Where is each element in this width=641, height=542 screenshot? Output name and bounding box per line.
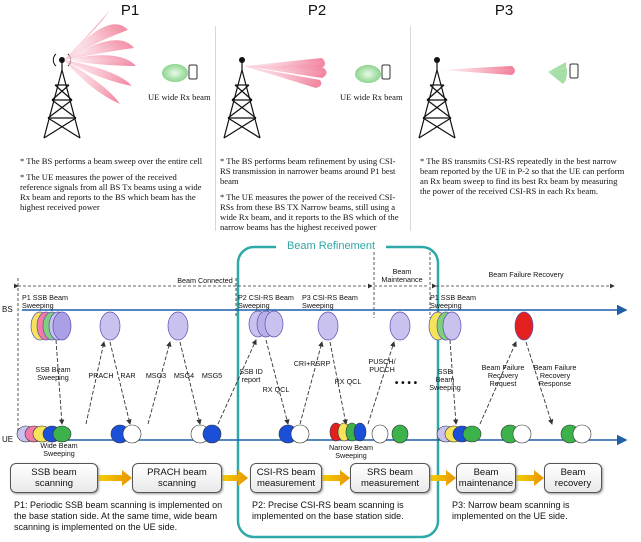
label-rar: RAR xyxy=(120,371,136,380)
ue-beam-ellipses xyxy=(16,422,592,444)
process-flow-arrows xyxy=(98,470,544,486)
label-p3-csirs-sweeping: P3 CSI-RS Beam Sweeping xyxy=(302,293,358,310)
step-csirs-beam-measurement: CSI-RS beam measurement xyxy=(250,463,322,493)
step-beam-recovery: Beam recovery xyxy=(544,463,602,493)
bullet-text: * The BS performs beam refinement by usi… xyxy=(220,156,396,186)
step-prach-beam-scanning: PRACH beam scanning xyxy=(132,463,222,493)
bullets-p1: * The BS performs a beam sweep over the … xyxy=(20,156,208,218)
ue-axis-label: UE xyxy=(2,435,14,444)
step-ssb-beam-scanning: SSB beam scanning xyxy=(10,463,98,493)
bs-tower-icon-p2 xyxy=(223,57,261,139)
panel-title-p3: P3 xyxy=(494,2,514,19)
bs-tower-icon-p3 xyxy=(418,57,456,139)
bs-beam-narrow-p3 xyxy=(440,66,515,75)
panel-separator xyxy=(215,26,216,231)
panel-illustrations xyxy=(43,10,579,139)
label-wide-beam-sweeping: Wide Beam Sweeping xyxy=(40,441,78,458)
panel-title-p2: P2 xyxy=(307,2,327,19)
label-ssb-id-report: SSB ID report xyxy=(239,367,263,384)
bs-beam-fan-p2 xyxy=(244,58,327,88)
bs-tower-icon-p1 xyxy=(43,53,81,139)
label-prach: PRACH xyxy=(88,371,114,380)
beam-procedure-timeline xyxy=(14,240,628,539)
phone-icon xyxy=(569,63,579,79)
note-p2: P2: Precise CSI-RS beam scanning is impl… xyxy=(252,500,404,521)
bullets-p2: * The BS performs beam refinement by usi… xyxy=(220,156,406,238)
label-pusch-pucch: PUSCH/ PUCCH xyxy=(368,357,396,374)
bullet-text: * The UE measures the power of the recei… xyxy=(20,172,202,212)
label-p2-csirs-sweeping: P2 CSI-RS Beam Sweeping xyxy=(238,293,294,310)
label-rx-qcl-1: RX QCL xyxy=(262,385,290,394)
label-narrow-beam-sweeping: Narrow Beam Sweeping xyxy=(329,443,373,460)
label-cri-rsrp: CRI+RSRP xyxy=(293,359,331,368)
ue-rx-beam-p2 xyxy=(355,65,381,83)
ue-rx-beam-sweep-p3 xyxy=(548,62,567,84)
bs-axis-label: BS xyxy=(2,305,13,314)
label-msg3: MSG3 xyxy=(145,371,167,380)
label-ssb-beam-sweeping-right: SSB Beam Sweeping xyxy=(429,367,461,392)
step-beam-maintenance: Beam maintenance xyxy=(456,463,516,493)
rx-label-p2: UE wide Rx beam xyxy=(340,92,403,102)
label-bfr-response: Beam Failure Recovery Response xyxy=(533,363,577,388)
panel-title-p1: P1 xyxy=(120,2,140,19)
step-srs-beam-measurement: SRS beam measurement xyxy=(350,463,430,493)
label-p1-ssb-sweeping-right: P1 SSB Beam Sweeping xyxy=(430,293,476,310)
bs-beam-ellipses xyxy=(30,310,534,341)
phase-brackets xyxy=(14,252,615,438)
ue-rx-beam-p1 xyxy=(162,64,188,82)
label-msg4: MSG4 xyxy=(173,371,195,380)
bs-beam-fan-p1 xyxy=(64,10,136,104)
label-p1-ssb-sweeping: P1 SSB Beam Sweeping xyxy=(22,293,68,310)
bullet-text: * The BS transmits CSI-RS repeatedly in … xyxy=(420,156,625,196)
label-ssb-beam-sweeping: SSB Beam Sweeping xyxy=(35,365,71,382)
bullet-text: * The BS performs a beam sweep over the … xyxy=(20,156,203,166)
bullet-text: * The UE measures the power of the recei… xyxy=(220,192,399,232)
note-p1: P1: Periodic SSB beam scanning is implem… xyxy=(14,500,223,532)
label-msg5: MSG5 xyxy=(201,371,223,380)
label-ellipsis: • • • • xyxy=(394,378,418,389)
label-bfr-request: Beam Failure Recovery Request xyxy=(481,363,525,388)
message-arrows xyxy=(55,339,554,425)
rx-label-p1: UE wide Rx beam xyxy=(148,92,211,102)
phone-icon xyxy=(188,64,198,80)
phase-beam-connected: Beam Connected xyxy=(177,276,233,285)
note-p3: P3: Narrow beam scanning is implemented … xyxy=(452,500,570,521)
bullets-p3: * The BS transmits CSI-RS repeatedly in … xyxy=(420,156,625,202)
phone-icon xyxy=(381,64,391,80)
label-rx-qcl-2: RX QCL xyxy=(334,377,362,386)
panel-separator xyxy=(410,26,411,231)
phase-beam-failure-recovery: Beam Failure Recovery xyxy=(488,270,564,279)
phase-beam-maintenance: Beam Maintenance xyxy=(381,267,423,284)
beam-refinement-title: Beam Refinement xyxy=(286,240,376,252)
